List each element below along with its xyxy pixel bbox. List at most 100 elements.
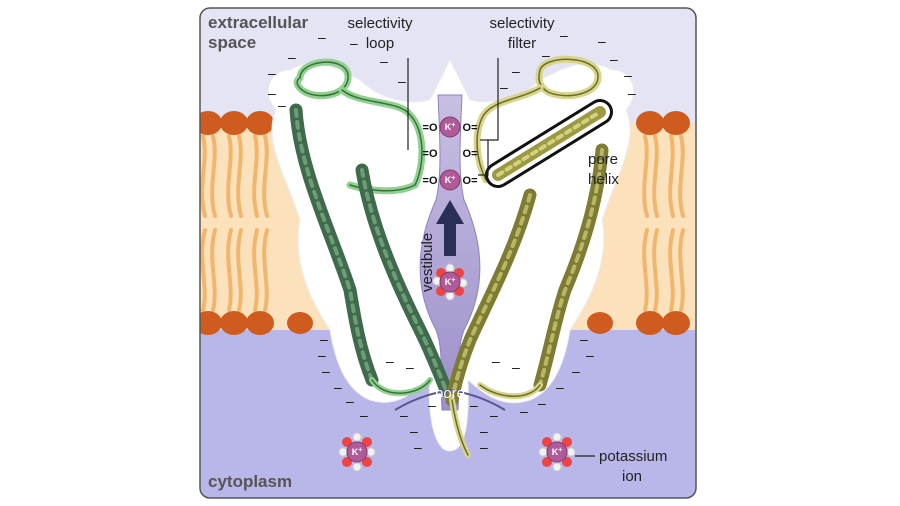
lipid-head [220,111,248,135]
ion-label: ion [622,468,642,485]
lipid-head [636,311,664,335]
lipid-tail [262,228,269,312]
lipid-tail [652,228,659,312]
negative-charge: – [318,29,326,45]
cytoplasm-hydrated-ion-left: K+ [338,432,376,472]
negative-charge: – [278,97,286,113]
helix-label: helix [588,171,619,188]
lipid-tail [252,134,259,218]
diagram-frame [199,7,697,499]
right-subunit [445,55,609,458]
svg-text:K+: K+ [445,277,456,287]
negative-charge: – [580,331,588,347]
negative-charge: – [512,63,520,79]
negative-charge: – [512,359,520,375]
pore-gate [394,388,506,411]
negative-charge: – [628,85,636,101]
negative-charge: – [318,347,326,363]
negative-charge: – [598,33,606,49]
negative-charge: – [380,53,388,69]
negative-charge: – [480,439,488,455]
negative-charge: – [556,379,564,395]
pore-label: pore [435,385,465,402]
negative-charge: – [610,51,618,67]
lipid-tail [642,228,649,312]
selectivity-filter-label: selectivity [489,15,555,32]
lipid-tail [200,134,207,218]
negative-charge: – [350,35,358,51]
negative-charge: – [398,73,406,89]
extracellular-label: extracellular [208,13,309,32]
filter-ion-bottom: K+ [439,169,461,191]
lipid-tail [668,228,675,312]
negative-charge: – [386,353,394,369]
lipid-tail [210,134,217,218]
negative-surface-charges: –––––––––––––––––––––––––––––––––––––––– [268,27,636,455]
negative-charge: – [538,395,546,411]
negative-charge: – [492,353,500,369]
cytoplasm-hydrated-ion-right: K+ [538,432,576,472]
negative-charge: – [520,403,528,419]
negative-charge: – [560,27,568,43]
lipid-head [662,111,690,135]
selectivity-loop-label: selectivity [347,15,413,32]
lipid-tail [210,228,217,312]
lipid-head [662,311,690,335]
svg-text:O=: O= [463,175,478,187]
negative-charge: – [320,331,328,347]
negative-charge: – [480,423,488,439]
svg-text:O=: O= [463,148,478,160]
lipid-tail [642,134,649,218]
negative-charge: – [470,397,478,413]
lipid-head [287,312,313,334]
negative-charge: – [268,65,276,81]
lipid-head [587,312,613,334]
negative-charge: – [334,379,342,395]
lipid-tail [668,134,675,218]
negative-charge: – [428,397,436,413]
pore-helix [485,99,613,188]
negative-charge: – [414,439,422,455]
left-subunit [289,58,453,397]
lipid-tail [226,134,233,218]
lipid-tail [252,228,259,312]
lipid-head [220,311,248,335]
lipid-tail [652,134,659,218]
leader-lines [407,58,595,457]
negative-charge: – [322,363,330,379]
svg-text:K+: K+ [552,447,563,457]
negative-charge: – [346,393,354,409]
negative-charge: – [572,363,580,379]
vestibule-hydrated-ion: K+ [432,263,468,301]
pore-helix-label: pore [588,151,618,168]
lipid-tail [236,134,243,218]
negative-charge: – [586,347,594,363]
potassium-label: potassium [599,448,667,465]
lipid-head [246,311,274,335]
negative-charge: – [500,79,508,95]
ion-flow-arrow [436,200,464,256]
svg-text:=O: =O [423,148,438,160]
negative-charge: – [410,423,418,439]
space-label: space [208,33,256,52]
negative-charge: – [268,85,276,101]
negative-charge: – [542,47,550,63]
lipid-tail [262,134,269,218]
negative-charge: – [360,407,368,423]
cytoplasm-label: cytoplasm [208,472,292,491]
loop-label: loop [366,35,394,52]
lipid-tail [236,228,243,312]
svg-text:=O: =O [423,175,438,187]
negative-charge: – [490,407,498,423]
negative-charge: – [288,49,296,65]
negative-charge: – [406,359,414,375]
svg-text:K+: K+ [445,175,456,185]
vestibule-label: vestibule [419,233,436,292]
filter-ion-top: K+ [439,116,461,138]
svg-text:=O: =O [423,122,438,134]
carbonyl-oxygens: =O O= =O O= =O O= [423,122,478,187]
lipid-tail [678,228,685,312]
lipid-head [246,111,274,135]
lipid-tail [226,228,233,312]
